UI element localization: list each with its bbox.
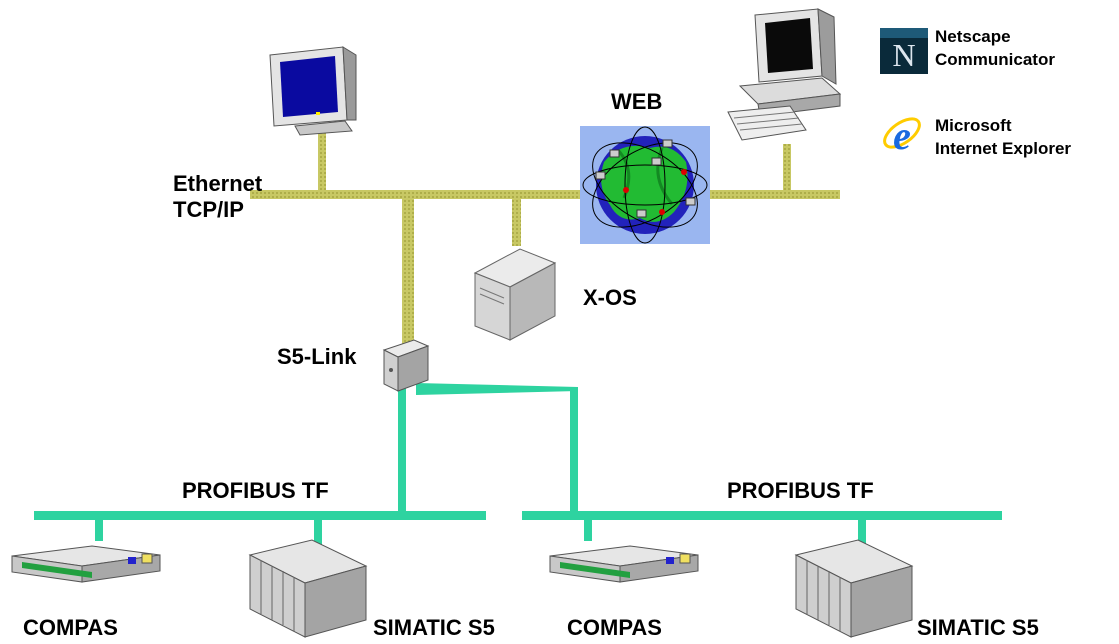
simatic-rack-icon bbox=[794, 539, 914, 638]
xos-label: X-OS bbox=[583, 285, 637, 310]
server-tower-icon bbox=[473, 248, 557, 341]
web-label: WEB bbox=[611, 89, 663, 114]
profibus-left-label: PROFIBUS TF bbox=[182, 478, 329, 503]
ie-label-line1: Microsoft bbox=[935, 116, 1012, 135]
simatic-right-label: SIMATIC S5 bbox=[917, 615, 1039, 640]
monitor-icon bbox=[269, 46, 357, 136]
s5-link-module-icon bbox=[382, 339, 430, 392]
compas-device-icon bbox=[549, 545, 699, 583]
internet-explorer-logo-icon: e bbox=[883, 113, 921, 158]
netscape-logo-letter: N bbox=[892, 37, 915, 73]
simatic-left-label: SIMATIC S5 bbox=[373, 615, 495, 640]
simatic-rack-icon bbox=[248, 539, 368, 638]
netscape-label-line2: Communicator bbox=[935, 50, 1055, 69]
tcpip-label: TCP/IP bbox=[173, 197, 244, 222]
ie-logo-letter: e bbox=[893, 113, 911, 158]
globe-network-icon bbox=[580, 126, 710, 244]
profibus-bus bbox=[34, 383, 1002, 555]
ethernet-label: Ethernet bbox=[173, 171, 263, 196]
ethernet-bus bbox=[250, 124, 840, 344]
compas-right-label: COMPAS bbox=[567, 615, 662, 640]
ie-label-line2: Internet Explorer bbox=[935, 139, 1072, 158]
compas-left-label: COMPAS bbox=[23, 615, 118, 640]
profibus-right-label: PROFIBUS TF bbox=[727, 478, 874, 503]
netscape-label-line1: Netscape bbox=[935, 27, 1011, 46]
compas-device-icon bbox=[11, 545, 161, 583]
desktop-computer-icon bbox=[727, 8, 842, 141]
s5-link-label: S5-Link bbox=[277, 344, 357, 369]
netscape-logo-icon: N bbox=[880, 28, 928, 74]
